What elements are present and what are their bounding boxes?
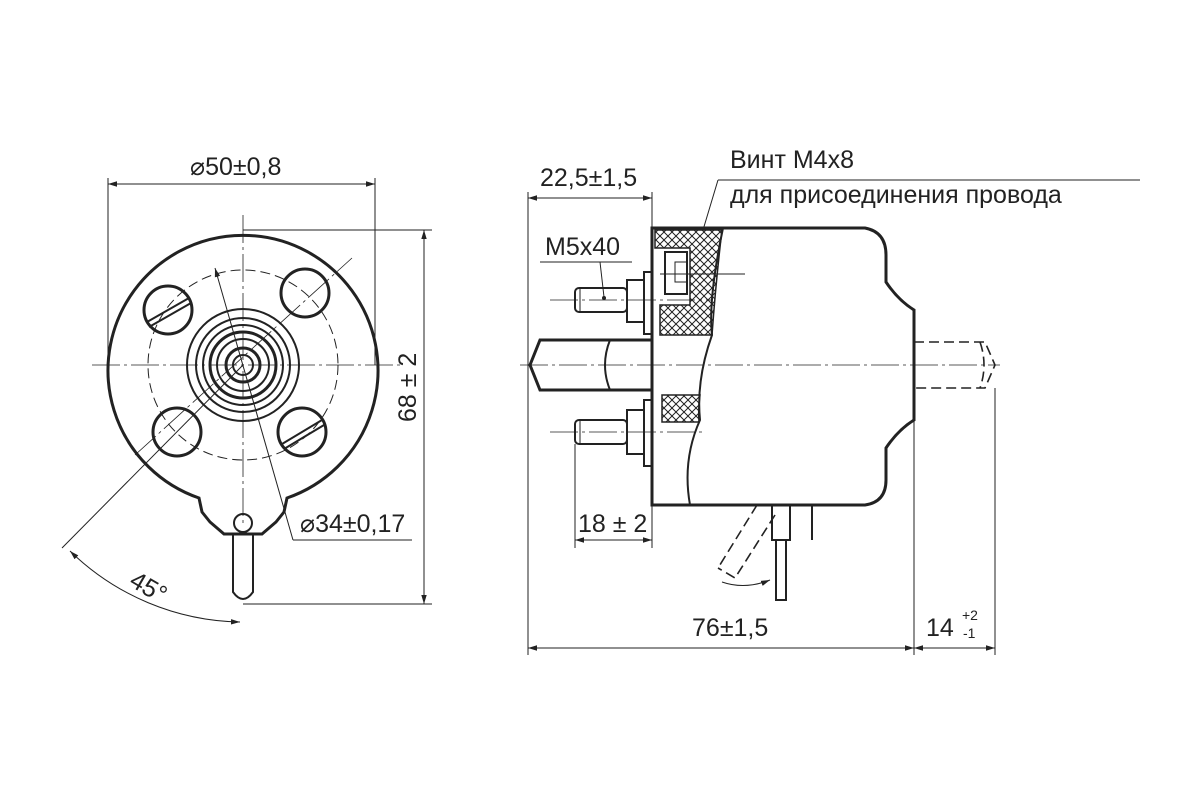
screw-leader (702, 179, 719, 231)
angle-ray (61, 364, 244, 549)
stud-leader (599, 261, 605, 298)
terminal-pin (232, 534, 254, 600)
side-view: 22,5±1,5 Винт М4х8 для присоединения про… (520, 146, 1140, 655)
bolt-circle (147, 269, 339, 461)
leader-hole-diameter (214, 267, 294, 541)
hole-diameter-label: ⌀34±0,17 (300, 510, 405, 538)
stud-leader-dot (602, 296, 606, 300)
upper-right-hole (279, 267, 331, 319)
wire-lead (717, 504, 813, 601)
height-label: 68 ± 2 (394, 353, 422, 422)
upper-stud (550, 271, 712, 335)
hatched-section-upper (654, 229, 723, 336)
upper-left-hole (142, 284, 194, 336)
stud-label: М5х40 (545, 233, 620, 261)
body-length-label: 76±1,5 (692, 614, 768, 642)
angle-arc (69, 550, 241, 625)
stud-length-label: 18 ± 2 (578, 510, 647, 538)
right-shaft-chamfer (979, 341, 985, 389)
wire-screw (660, 251, 745, 295)
angle-label: 45° (125, 566, 172, 609)
shaft-tol-lower: -1 (963, 625, 976, 641)
base-offset-label: 22,5±1,5 (540, 164, 637, 192)
lower-right-hole (276, 406, 328, 458)
hatched-section-lower (661, 394, 701, 423)
shaft-tol-upper: +2 (962, 607, 978, 623)
screw-label: Винт М4х8 (730, 146, 854, 174)
lower-stud (550, 399, 705, 467)
front-view: ⌀50±0,8 68 ± 2 ⌀34±0,17 45° (61, 153, 432, 625)
diagonal-center-line (134, 257, 353, 456)
lower-left-hole (151, 406, 203, 458)
right-shaft (914, 341, 996, 389)
housing-outline (106, 233, 380, 536)
shaft-length-label: 14 (926, 614, 954, 642)
screw-purpose-label: для присоединения провода (730, 181, 1062, 209)
left-shaft (520, 338, 1000, 392)
central-boss (186, 308, 300, 422)
diameter-outer-label: ⌀50±0,8 (190, 153, 281, 181)
terminal-hole (233, 513, 253, 533)
